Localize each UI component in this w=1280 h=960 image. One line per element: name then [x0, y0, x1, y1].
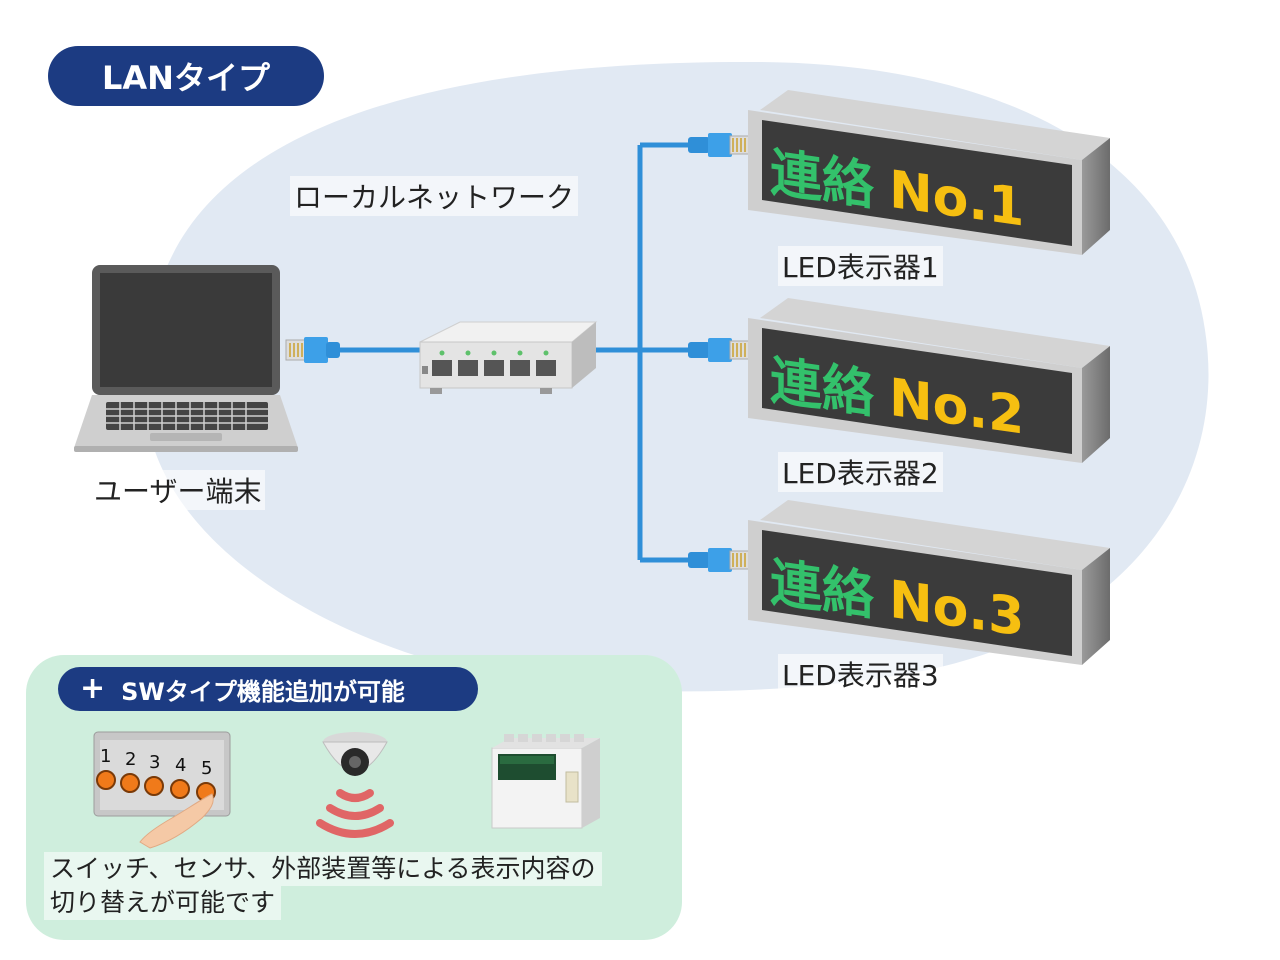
- button-number-2: 2: [125, 749, 137, 770]
- button-number-3: 3: [149, 752, 161, 773]
- network-label: ローカルネットワーク: [290, 176, 579, 216]
- led-display-1-label: LED表示器1: [778, 246, 943, 286]
- led-display-3-green: 連絡: [770, 553, 875, 628]
- button-number-4: 4: [175, 755, 187, 776]
- button-number-5: 5: [201, 758, 213, 779]
- led-display-2-green: 連絡: [770, 351, 875, 426]
- external-device-icon: [491, 734, 600, 829]
- terminal-label: ユーザー端末: [90, 470, 266, 510]
- connector-display-3: [688, 548, 751, 572]
- lan-cables: [330, 142, 690, 563]
- led-display-1-green: 連絡: [770, 143, 875, 218]
- button-number-1: 1: [100, 746, 112, 767]
- description-line-2: 切り替えが可能です: [44, 886, 282, 920]
- connector-laptop: [285, 337, 340, 363]
- connector-display-2: [688, 338, 751, 362]
- led-display-2: [748, 298, 1110, 463]
- sw-panel-title: + SWタイプ機能追加が可能: [58, 667, 478, 711]
- led-display-2-label: LED表示器2: [778, 452, 943, 492]
- led-display-1-yellow: No.1: [889, 159, 1025, 239]
- laptop-icon: [74, 265, 298, 452]
- led-display-1: [748, 90, 1110, 255]
- sw-panel-title-text: SWタイプ機能追加が可能: [121, 677, 405, 706]
- led-display-3-label: LED表示器3: [778, 654, 943, 694]
- sensor-camera-icon: [316, 732, 394, 838]
- page-title: LANタイプ: [48, 46, 324, 106]
- led-display-3: [748, 500, 1110, 665]
- button-panel-icon: [93, 731, 231, 849]
- led-display-3-yellow: No.3: [889, 569, 1025, 649]
- description-line-1: スイッチ、センサ、外部装置等による表示内容の: [44, 852, 602, 886]
- sw-panel-description: スイッチ、センサ、外部装置等による表示内容の 切り替えが可能です: [44, 852, 602, 920]
- plus-icon: +: [80, 671, 106, 706]
- network-switch-icon: [419, 321, 598, 394]
- led-display-2-yellow: No.2: [889, 367, 1025, 447]
